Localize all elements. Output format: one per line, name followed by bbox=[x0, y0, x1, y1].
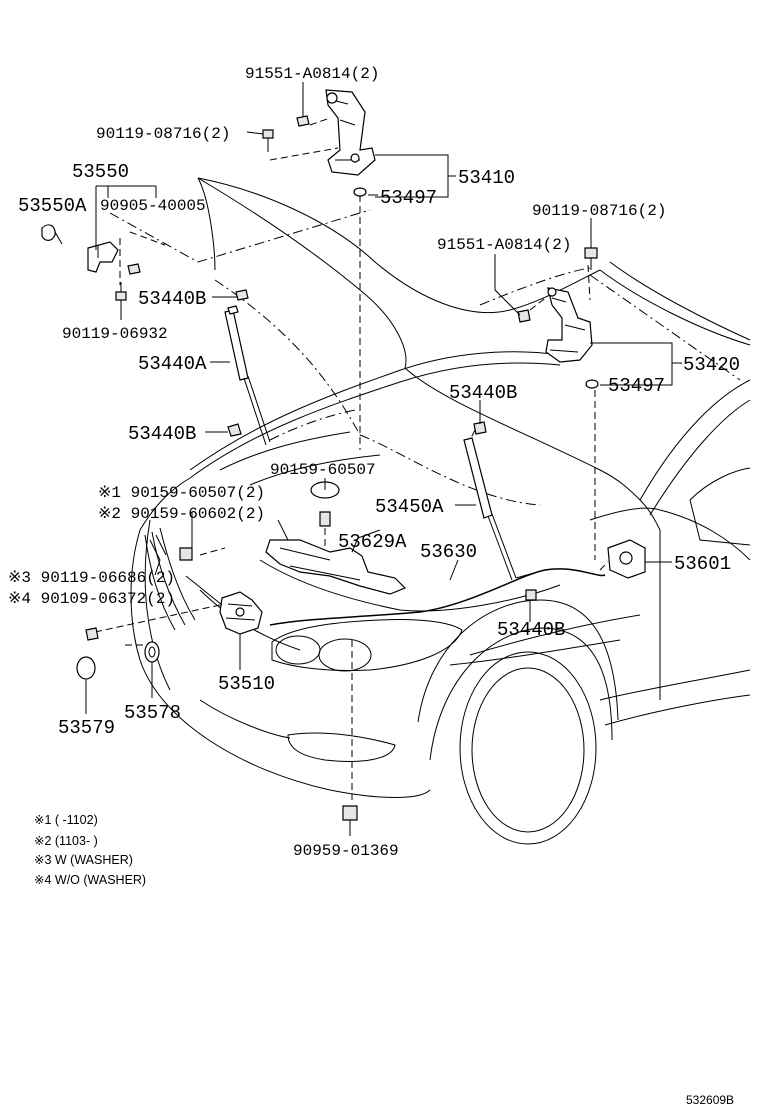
cushion-90905 bbox=[127, 263, 141, 275]
label-90119-06932: 90119-06932 bbox=[62, 325, 168, 343]
label-90959-01369: 90959-01369 bbox=[293, 842, 399, 860]
hood-hinge-right bbox=[545, 287, 593, 363]
footnote-4: ※4 W/O (WASHER) bbox=[34, 873, 146, 887]
label-53497-right: 53497 bbox=[608, 375, 665, 397]
bolt-91551-top bbox=[296, 108, 310, 127]
washer-53497-right bbox=[585, 379, 599, 389]
label-53629a: 53629A bbox=[338, 531, 407, 553]
bolt-90119-left-top bbox=[262, 129, 274, 152]
footnote-1: ※1 ( -1102) bbox=[34, 813, 98, 827]
ball-stud-53440B-3 bbox=[473, 421, 487, 435]
label-90159-60507: 90159-60507 bbox=[270, 461, 376, 479]
hood-panel-outline bbox=[109, 177, 741, 506]
leader-lines bbox=[54, 82, 682, 836]
label-x3-90119-06686: ※3 90119-06686(2) bbox=[8, 569, 175, 587]
label-53578: 53578 bbox=[124, 702, 181, 724]
label-90119-08716-right: 90119-08716(2) bbox=[532, 202, 666, 220]
hood-hinge-left bbox=[325, 89, 376, 176]
bolt-90119-06686 bbox=[85, 627, 99, 641]
label-53550a: 53550A bbox=[18, 195, 87, 217]
label-90905-40005: 90905-40005 bbox=[100, 197, 206, 215]
assembly-lines bbox=[94, 117, 609, 800]
label-91551-a0814-right: 91551-A0814(2) bbox=[437, 236, 571, 254]
drawing-code: 532609B bbox=[686, 1093, 734, 1107]
footnote-2: ※2 (1103- ) bbox=[34, 834, 98, 848]
clip-53550A bbox=[41, 224, 56, 241]
release-cable-53630 bbox=[269, 568, 606, 626]
label-x2-90159-60602: ※2 90159-60602(2) bbox=[98, 505, 265, 523]
release-lever-53601 bbox=[607, 539, 646, 579]
lock-support-53629A bbox=[265, 539, 407, 595]
hood-lock-53510 bbox=[219, 591, 263, 635]
ball-stud-53440B-1 bbox=[235, 289, 249, 301]
bolt-91551-right bbox=[517, 309, 531, 323]
screw-90159-side bbox=[179, 547, 193, 561]
label-53440a: 53440A bbox=[138, 353, 207, 375]
label-53440b-3: 53440B bbox=[128, 423, 196, 445]
washer-53497-top bbox=[353, 187, 367, 197]
cushion-53579 bbox=[76, 656, 96, 680]
hood-stay-53450A bbox=[463, 437, 517, 581]
bolt-90119-right bbox=[584, 247, 598, 270]
label-53420: 53420 bbox=[683, 354, 740, 376]
label-53440b-2: 53440B bbox=[449, 382, 517, 404]
bolt-90119-06932 bbox=[115, 282, 127, 301]
label-90119-08716-left: 90119-08716(2) bbox=[96, 125, 230, 143]
label-91551-a0814-top: 91551-A0814(2) bbox=[245, 65, 379, 83]
label-53579: 53579 bbox=[58, 717, 115, 739]
ball-stud-53440B-4 bbox=[525, 589, 537, 601]
label-53450a: 53450A bbox=[375, 496, 444, 518]
label-53630: 53630 bbox=[420, 541, 477, 563]
label-x1-90159-60507: ※1 90159-60507(2) bbox=[98, 484, 265, 502]
label-53410: 53410 bbox=[458, 167, 515, 189]
label-53440b-1: 53440B bbox=[138, 288, 206, 310]
cushion-53578 bbox=[144, 641, 160, 663]
footnote-3: ※3 W (WASHER) bbox=[34, 853, 133, 867]
hood-bracket-53550 bbox=[87, 241, 119, 273]
hood-stay-53440A bbox=[224, 305, 271, 446]
clip-90959 bbox=[342, 805, 358, 821]
label-53440b-4: 53440B bbox=[497, 619, 565, 641]
label-x4-90109-06372: ※4 90109-06372(2) bbox=[8, 590, 175, 608]
label-53601: 53601 bbox=[674, 553, 731, 575]
label-53550: 53550 bbox=[72, 161, 129, 183]
label-53497-top: 53497 bbox=[380, 187, 437, 209]
ball-stud-53440B-2 bbox=[227, 423, 242, 437]
footnotes: ※1 ( -1102) ※2 (1103- ) ※3 W (WASHER) ※4… bbox=[34, 813, 146, 887]
label-53510: 53510 bbox=[218, 673, 275, 695]
